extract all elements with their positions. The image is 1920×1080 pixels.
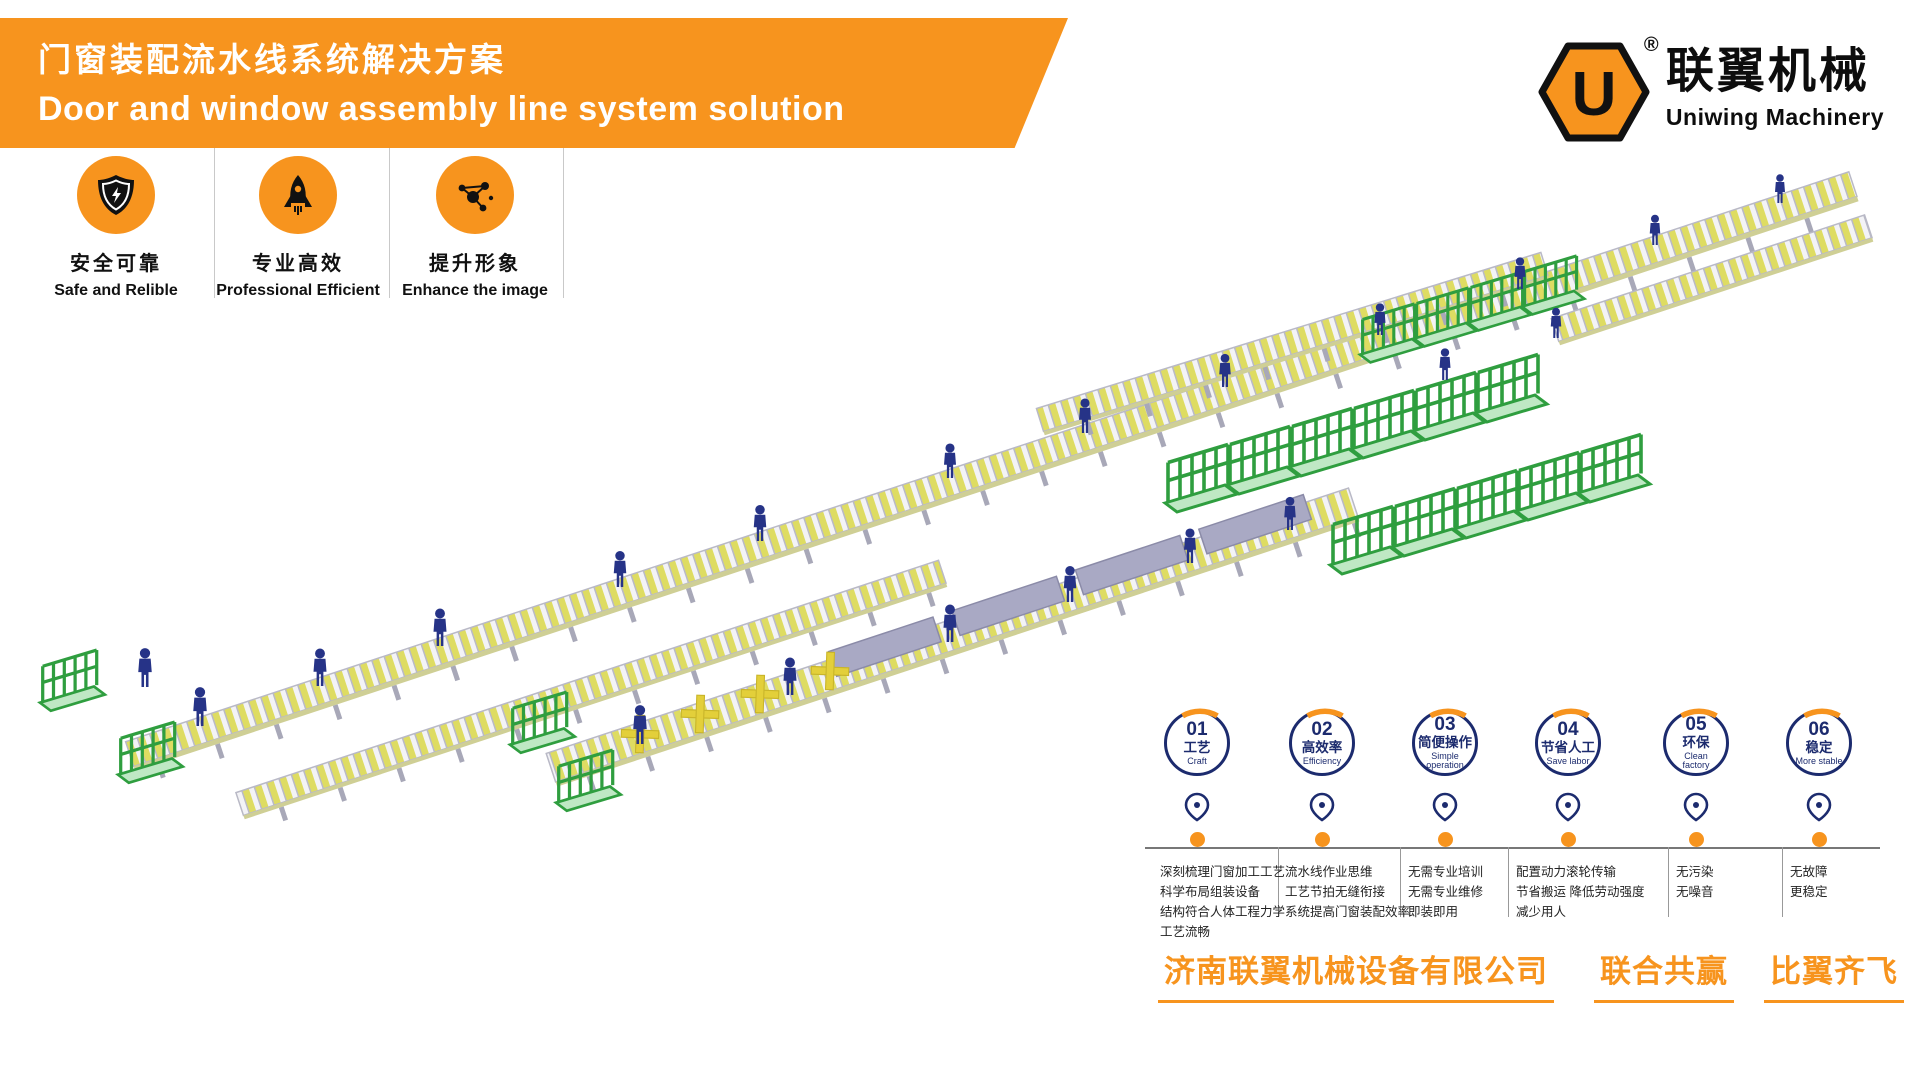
badge-professional-label-en: Professional Efficient: [216, 282, 380, 299]
feature-02-description: 流水线作业思维 工艺节拍无缝衔接 系统提高门窗装配效率: [1285, 865, 1411, 919]
feature-04-description: 配置动力滚轮传输 节省搬运 降低劳动强度 减少用人: [1516, 865, 1645, 919]
feature-05-description: 无污染 无噪音: [1676, 865, 1714, 899]
registered-mark: ®: [1643, 34, 1659, 56]
badge-separator: [563, 148, 564, 298]
badge-separator: [214, 148, 215, 298]
pin-icon: [1683, 792, 1709, 822]
feature-05: 05 环保 Clean factory: [1659, 708, 1733, 847]
timeline-dot: [1314, 832, 1330, 847]
badge-image-label-en: Enhance the image: [402, 282, 548, 299]
feature-label-zh: 工艺: [1183, 739, 1211, 755]
molecule-icon: [436, 156, 514, 234]
rocket-icon: [259, 156, 337, 234]
timeline-line: [1145, 847, 1880, 849]
feature-label-zh: 稳定: [1805, 739, 1833, 755]
feature-label-zh: 节省人工: [1541, 739, 1595, 755]
badge-separator: [389, 148, 390, 298]
feature-number: 06: [1808, 718, 1830, 740]
svg-text:U: U: [1572, 60, 1617, 129]
timeline-dot: [1189, 832, 1205, 847]
feature-label-zh: 高效率: [1301, 739, 1343, 755]
feature-05-circle: 05 环保 Clean factory: [1663, 708, 1729, 776]
feature-number: 05: [1685, 714, 1707, 736]
slogan-1: 联合共赢: [1594, 946, 1734, 1003]
shield-icon: [77, 156, 155, 234]
company-footer: 济南联翼机械设备有限公司 联合共赢 比翼齐飞: [1158, 946, 1904, 1003]
badge-safe: 安全可靠 Safe and Relible: [26, 156, 206, 300]
timeline-dot: [1437, 832, 1453, 847]
timeline-dot: [1688, 832, 1704, 847]
feature-03-circle: 03 简便操作 Simple operation: [1412, 708, 1478, 776]
slogan-2: 比翼齐飞: [1764, 946, 1904, 1003]
pin-icon: [1309, 792, 1335, 822]
feature-label-en: More stable: [1795, 755, 1843, 766]
feature-number: 03: [1434, 714, 1456, 736]
badge-image-label-zh: 提升形象: [429, 253, 521, 275]
badge-professional: 专业高效 Professional Efficient: [198, 156, 398, 300]
timeline-divider: [1668, 847, 1669, 917]
timeline-dot: [1560, 832, 1576, 847]
feature-label-en: Simple operation: [1426, 750, 1464, 771]
badge-image: 提升形象 Enhance the image: [385, 156, 565, 300]
pin-icon: [1432, 792, 1458, 822]
feature-label-en: Clean factory: [1682, 750, 1710, 771]
feature-02-circle: 02 高效率 Efficiency: [1289, 708, 1355, 776]
brand-name-en: Uniwing Machinery: [1665, 104, 1884, 130]
timeline-divider: [1278, 847, 1279, 917]
page-title-zh: 门窗装配流水线系统解决方案: [38, 41, 506, 78]
timeline-divider: [1782, 847, 1783, 917]
badge-safe-label-zh: 安全可靠: [70, 253, 162, 275]
feature-badges: 安全可靠 Safe and Relible 专业高效 Professional …: [0, 148, 620, 300]
feature-label-zh: 环保: [1682, 735, 1710, 751]
feature-04: 04 节省人工 Save labor: [1531, 708, 1605, 847]
feature-label-zh: 简便操作: [1418, 735, 1472, 751]
feature-number: 02: [1311, 718, 1333, 740]
feature-06-description: 无故障 更稳定: [1790, 865, 1828, 899]
brand-name-zh: 联翼机械: [1665, 45, 1870, 98]
feature-01-description: 深刻梳理门窗加工工艺 科学布局组装设备 结构符合人体工程力学 工艺流畅: [1160, 865, 1286, 939]
work-tables: [827, 493, 1313, 678]
badge-professional-label-zh: 专业高效: [252, 253, 344, 275]
badge-safe-label-en: Safe and Relible: [54, 282, 178, 299]
feature-06-circle: 06 稳定 More stable: [1786, 708, 1852, 776]
logo-hexagon-icon: U: [1538, 42, 1650, 147]
conveyor-parallel: [234, 559, 952, 833]
pin-icon: [1184, 792, 1210, 822]
timeline-divider: [1400, 847, 1401, 917]
feature-01-circle: 01 工艺 Craft: [1164, 708, 1230, 776]
feature-04-circle: 04 节省人工 Save labor: [1535, 708, 1601, 776]
feature-03-description: 无需专业培训 无需专业维修 即装即用: [1408, 865, 1484, 919]
feature-03: 03 简便操作 Simple operation: [1408, 708, 1482, 847]
timeline-divider: [1508, 847, 1509, 917]
feature-label-en: Craft: [1187, 755, 1207, 766]
header-banner: 门窗装配流水线系统解决方案 Door and window assembly l…: [0, 18, 1068, 148]
conveyor-extension: [1550, 214, 1874, 346]
feature-number: 04: [1557, 718, 1579, 740]
company-name: 济南联翼机械设备有限公司: [1158, 946, 1554, 1003]
assembly-line-front: [545, 487, 1365, 801]
feature-02: 02 高效率 Efficiency: [1285, 708, 1359, 847]
feature-01: 01 工艺 Craft: [1160, 708, 1234, 847]
pin-icon: [1555, 792, 1581, 822]
feature-label-en: Efficiency: [1302, 755, 1342, 766]
page-title-en: Door and window assembly line system sol…: [38, 90, 845, 128]
feature-label-en: Save labor: [1546, 755, 1590, 766]
timeline-dot: [1811, 832, 1827, 847]
brand-logo: U ® 联翼机械 Uniwing Machinery: [1538, 34, 1884, 147]
feature-number: 01: [1186, 718, 1208, 740]
feature-06: 06 稳定 More stable: [1782, 708, 1856, 847]
pin-icon: [1806, 792, 1832, 822]
